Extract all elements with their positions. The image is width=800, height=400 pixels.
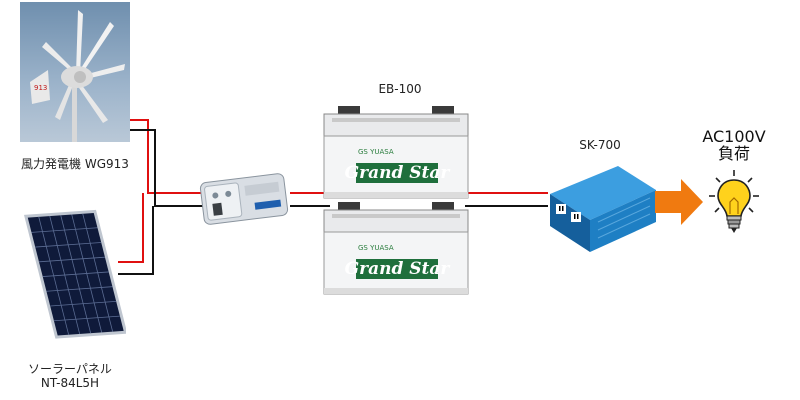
inverter-label: SK-700 — [579, 138, 621, 152]
wind-turbine-image: 913 — [20, 2, 130, 142]
load-text: 負荷 — [717, 144, 750, 163]
battery-bottom-brand: Grand Star — [345, 259, 451, 279]
charge-controller-image — [199, 173, 289, 225]
light-bulb-icon — [709, 170, 759, 233]
solar-negative-wire — [118, 206, 154, 275]
inverter-image — [550, 166, 656, 252]
wind-positive-wire — [130, 119, 205, 194]
battery-top-brand: Grand Star — [345, 163, 451, 183]
svg-text:GS YUASA: GS YUASA — [358, 148, 394, 156]
solar-panel-label: ソーラーパネル NT-84L5H — [10, 362, 130, 390]
battery-bottom-image: GS YUASA Grand Star — [323, 202, 469, 295]
output-arrow-icon — [655, 179, 703, 225]
battery-top-image: GS YUASA Grand Star — [323, 106, 469, 199]
svg-text:913: 913 — [34, 84, 47, 92]
wind-negative-wire — [130, 129, 205, 207]
wind-turbine-label: 風力発電機 WG913 — [21, 157, 129, 171]
svg-text:GS YUASA: GS YUASA — [358, 244, 394, 252]
battery-label: EB-100 — [378, 82, 422, 96]
load-label: AC100V 負荷 — [684, 128, 784, 162]
solar-panel-model: NT-84L5H — [40, 376, 100, 390]
solar-panel-label-line1: ソーラーパネル — [28, 362, 112, 376]
load-voltage-label: AC100V — [702, 127, 766, 146]
solar-panel-image — [23, 209, 126, 339]
solar-positive-wire — [118, 193, 144, 263]
